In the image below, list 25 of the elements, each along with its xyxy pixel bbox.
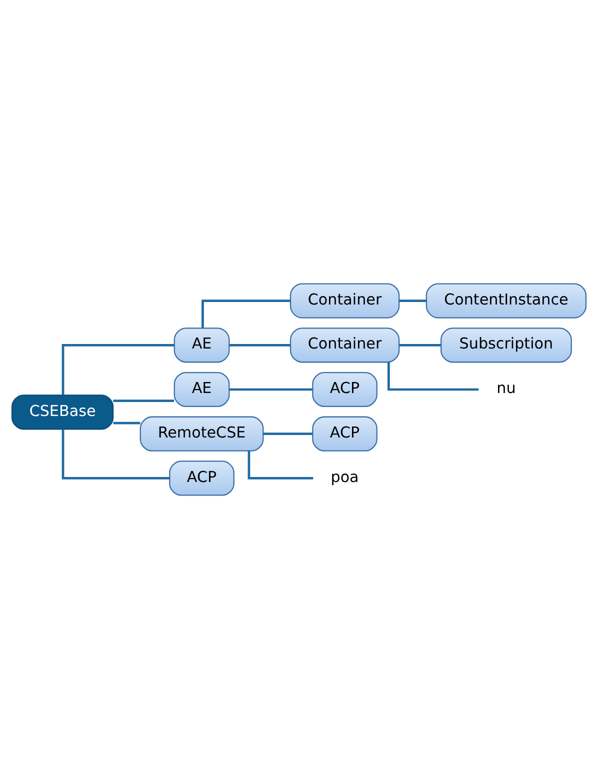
connector (388, 362, 479, 390)
node-box: Container (290, 327, 400, 362)
node-box: RemoteCSE (140, 416, 264, 451)
connector (202, 299, 290, 328)
node-text: poa (330, 467, 359, 486)
node-box: CSEBase (11, 394, 114, 430)
node-box: Container (290, 282, 400, 318)
connector (113, 399, 174, 402)
node-box: ACP (312, 416, 378, 451)
node-text: nu (496, 378, 516, 397)
node-box: AE (174, 371, 230, 407)
connector (399, 343, 441, 346)
connector (229, 343, 290, 346)
node-box: ContentInstance (426, 282, 587, 318)
node-box: AE (174, 327, 230, 362)
connector (399, 299, 426, 302)
connector (248, 450, 314, 479)
node-box: ACP (169, 460, 234, 496)
connector (62, 428, 170, 479)
node-box: Subscription (440, 327, 572, 362)
connector (263, 432, 312, 435)
connector (62, 343, 174, 394)
connector (113, 421, 140, 424)
node-box: ACP (312, 371, 378, 407)
connector (229, 388, 313, 390)
